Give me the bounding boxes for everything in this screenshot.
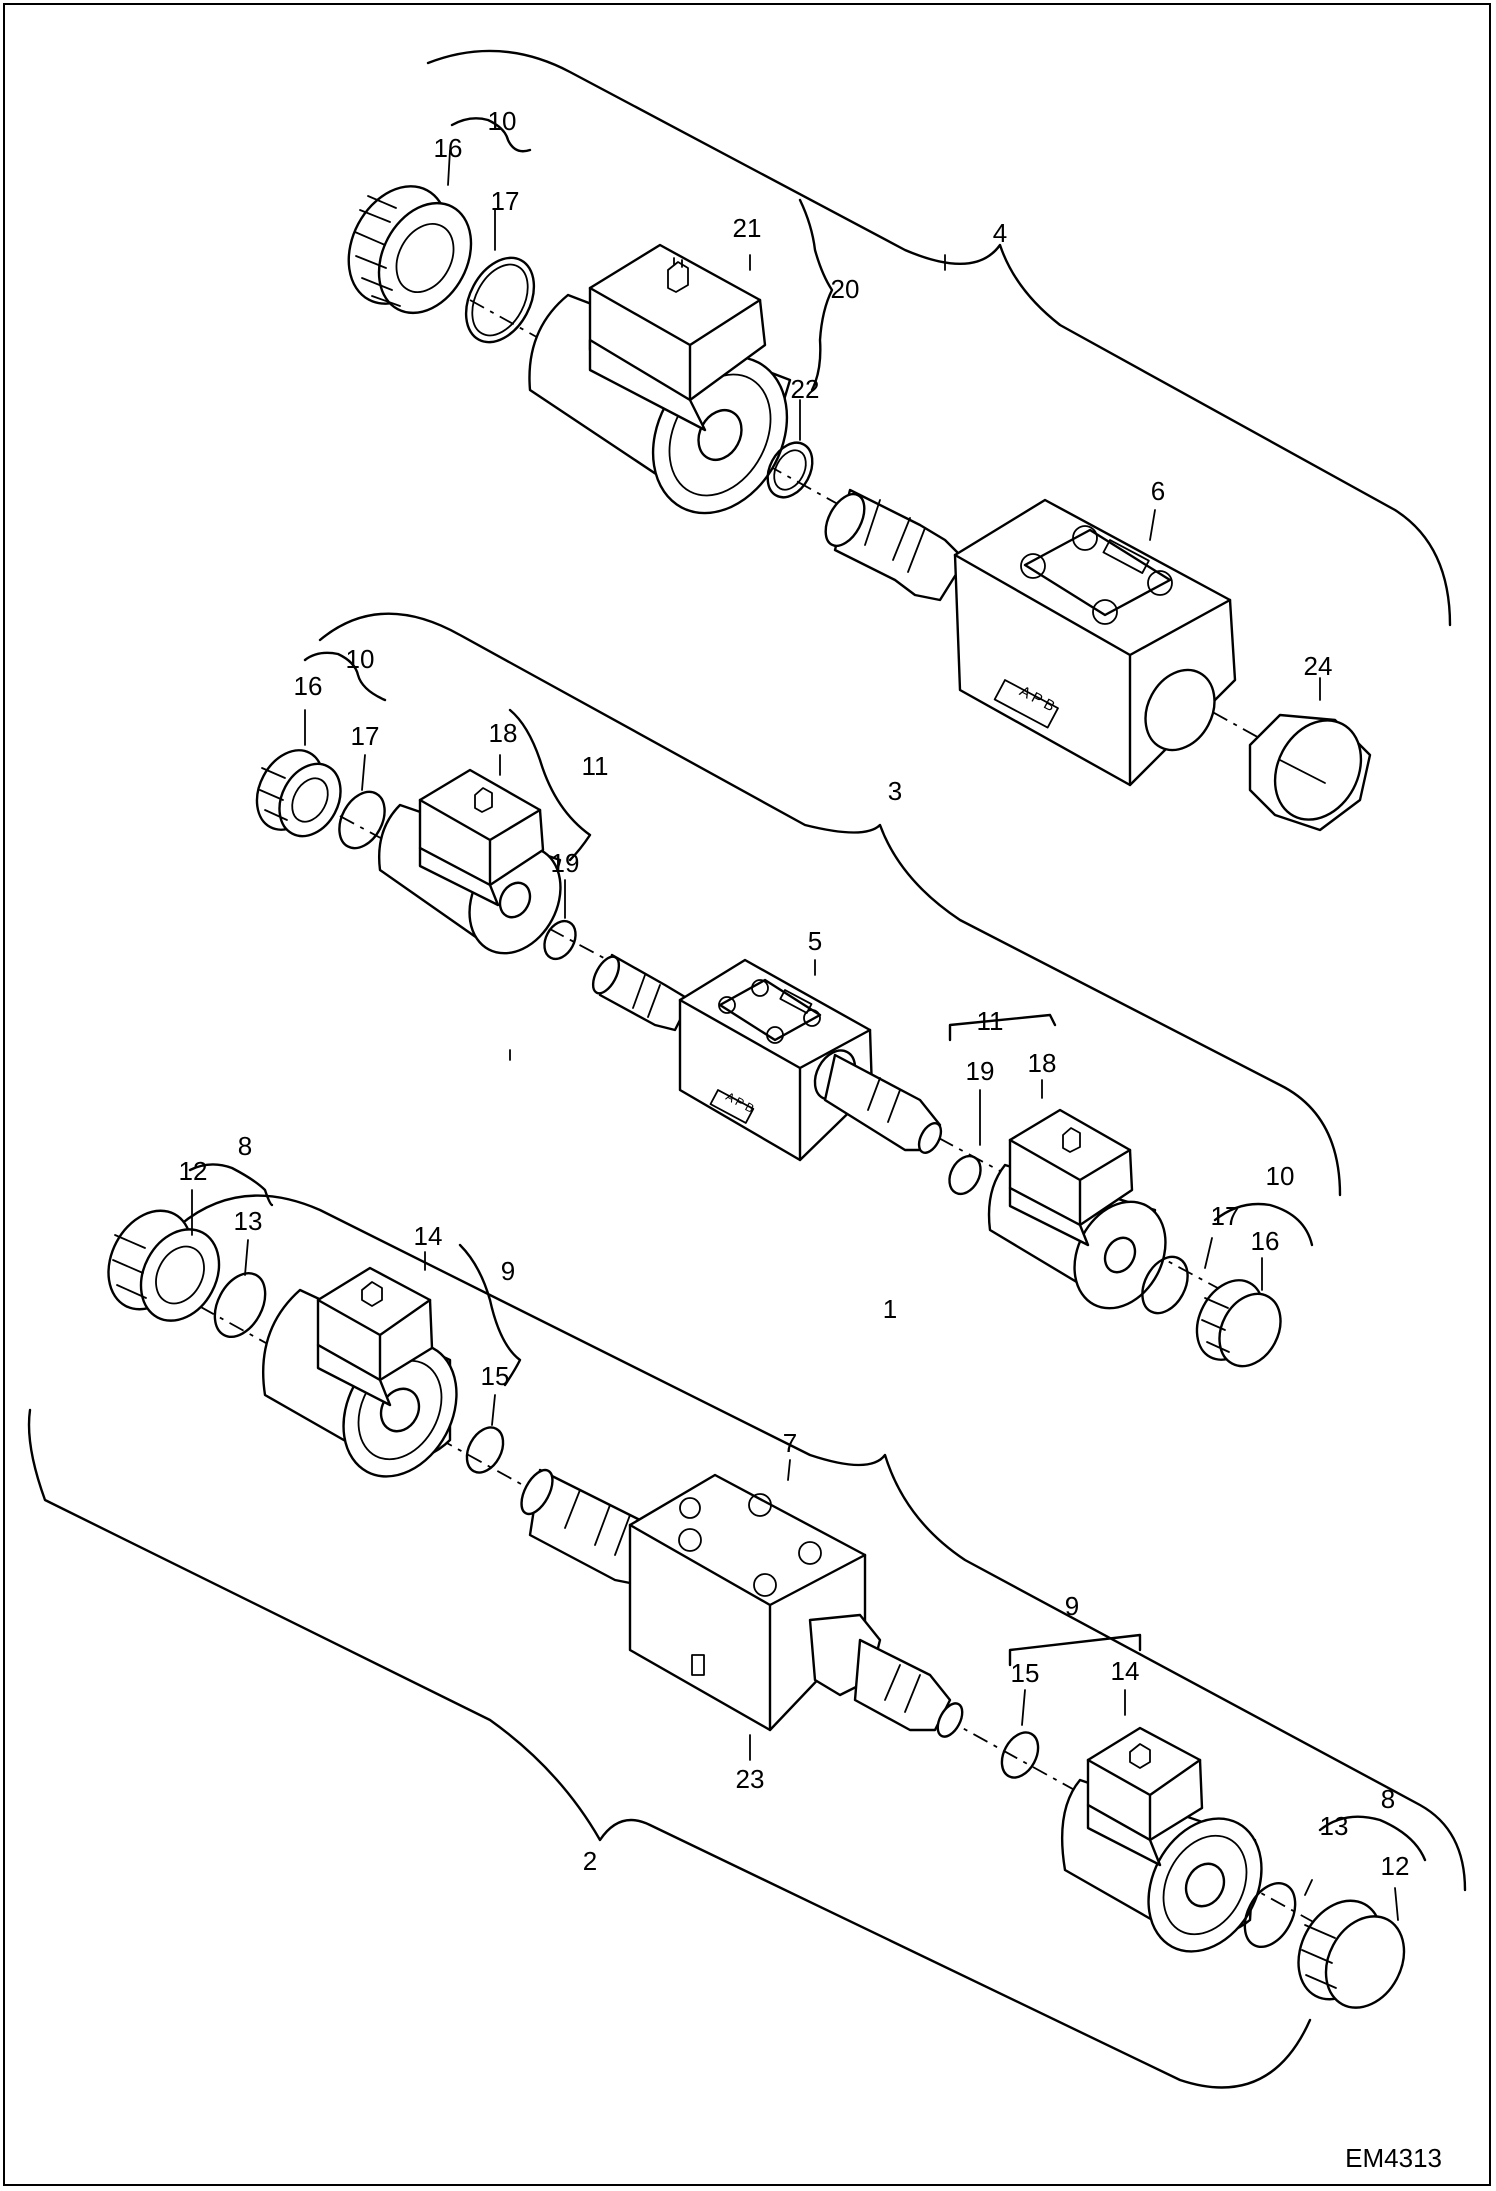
callout-14b: 14	[1111, 1656, 1140, 1686]
callout-12a: 12	[179, 1156, 208, 1186]
callout-10b: 10	[346, 644, 375, 674]
callout-16a: 16	[434, 133, 463, 163]
callout-17b: 17	[351, 721, 380, 751]
bracket-1	[178, 1194, 1467, 1892]
callout-16c: 16	[1251, 1226, 1280, 1256]
bracket-3	[318, 612, 1342, 1197]
knurled-nut-12-right	[1297, 1899, 1406, 2009]
bracket-8-left	[188, 1163, 274, 1207]
knurled-nut-16-right	[1195, 1279, 1282, 1368]
bracket-2	[27, 1408, 1312, 2089]
callout-11b: 11	[977, 1006, 1004, 1036]
bracket-10-right	[1213, 1202, 1314, 1247]
callout-20: 20	[831, 274, 860, 304]
callout-17c: 17	[1211, 1201, 1240, 1231]
port-marking-bottom	[691, 1654, 705, 1676]
callout-2: 2	[583, 1846, 597, 1876]
callout-11a: 11	[582, 751, 609, 781]
bracket-10-left	[303, 651, 387, 702]
drawing-frame	[3, 3, 1491, 2186]
callout-17a: 17	[491, 186, 520, 216]
knurled-nut-16-left	[255, 749, 342, 838]
callout-3: 3	[888, 776, 902, 806]
callout-4: 4	[993, 218, 1007, 248]
valve-tube-5-left	[591, 953, 692, 1032]
callout-15a: 15	[481, 1361, 510, 1391]
bracket-8-right	[1318, 1815, 1427, 1862]
callout-22: 22	[791, 374, 820, 404]
callout-12b: 12	[1381, 1851, 1410, 1881]
callout-16b: 16	[294, 671, 323, 701]
solenoid-coil-21	[528, 243, 792, 515]
o-ring-13-left	[213, 1272, 267, 1338]
o-ring-13-right	[1243, 1882, 1297, 1948]
o-ring-17-top	[464, 256, 536, 344]
o-ring-19-left	[543, 919, 577, 961]
bracket-11-right	[948, 1013, 1057, 1042]
callout-10a: 10	[488, 106, 517, 136]
bracket-20	[798, 198, 834, 392]
callout-14a: 14	[414, 1221, 443, 1251]
solenoid-coil-14-right	[1060, 1726, 1263, 1953]
callout-9a: 9	[501, 1256, 515, 1286]
assembly-3: A P B	[255, 612, 1342, 1368]
callout-8b: 8	[1381, 1784, 1395, 1814]
o-ring-17-left	[338, 790, 386, 850]
callout-18a: 18	[489, 718, 518, 748]
valve-body-5: A P B	[678, 958, 943, 1162]
solenoid-coil-14-left	[261, 1266, 458, 1478]
bracket-11-left	[508, 708, 592, 862]
solenoid-coil-18-right	[987, 1108, 1167, 1310]
callout-labels: 10 16 17 21 4 20 22 6 24 10 16 17 18 11 …	[179, 106, 1410, 1881]
callout-6: 6	[1151, 476, 1165, 506]
callout-23: 23	[736, 1764, 765, 1794]
callout-18b: 18	[1028, 1048, 1057, 1078]
valve-tube-6	[824, 488, 967, 602]
o-ring-17-right	[1141, 1255, 1189, 1315]
callout-9b: 9	[1065, 1591, 1079, 1621]
drawing-reference: EM4313	[1345, 2143, 1442, 2173]
snap-ring-15-left	[465, 1426, 505, 1474]
callout-5: 5	[808, 926, 822, 956]
solenoid-coil-18-left	[378, 768, 562, 955]
bracket-9-right	[1008, 1633, 1142, 1667]
assembly-4: A P B	[347, 49, 1452, 832]
valve-body-6: A P B	[953, 498, 1237, 787]
bracket-9-left	[458, 1243, 522, 1387]
callout-13a: 13	[234, 1206, 263, 1236]
callout-7: 7	[783, 1428, 797, 1458]
callout-15b: 15	[1011, 1658, 1040, 1688]
knurled-nut-16-top	[347, 185, 473, 315]
valve-body-7	[628, 1473, 964, 1738]
callout-21: 21	[733, 213, 762, 243]
snap-ring-15-right	[1000, 1731, 1040, 1779]
o-ring-19-right	[948, 1154, 982, 1196]
assembly-1-2	[27, 1163, 1467, 2089]
callout-10c: 10	[1266, 1161, 1295, 1191]
bracket-10-top	[450, 117, 532, 153]
callout-24: 24	[1304, 651, 1333, 681]
bracket-4	[426, 49, 1452, 627]
callout-8a: 8	[238, 1131, 252, 1161]
callout-1: 1	[883, 1294, 897, 1324]
hex-plug-24	[1248, 713, 1372, 832]
o-ring-22	[766, 441, 814, 499]
valve-tube-7	[520, 1468, 662, 1587]
callout-19a: 19	[551, 848, 580, 878]
callout-19b: 19	[966, 1056, 995, 1086]
knurled-nut-12-left	[107, 1209, 221, 1322]
callout-13b: 13	[1320, 1811, 1349, 1841]
